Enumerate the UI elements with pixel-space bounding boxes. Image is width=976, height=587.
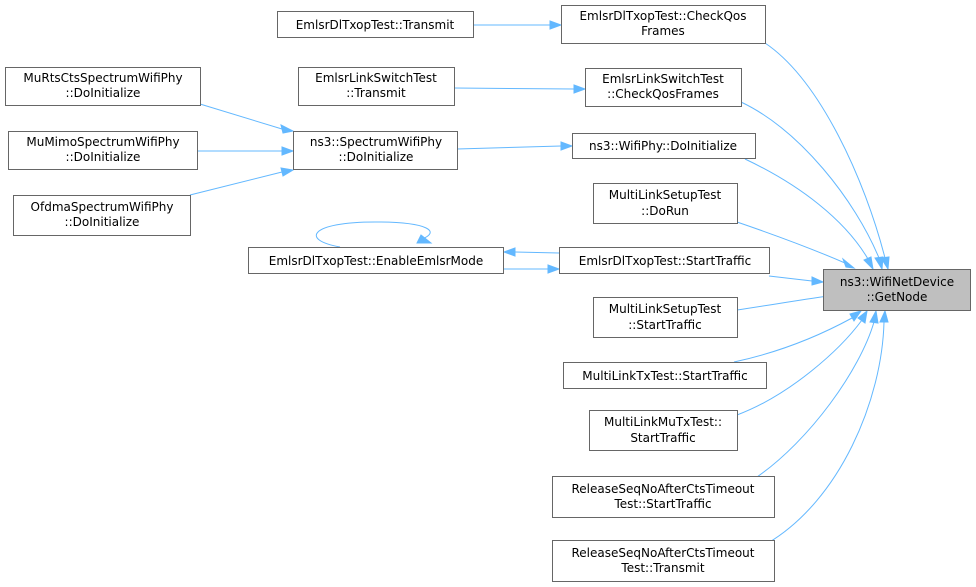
node-label: MultiLinkSetupTest <box>609 302 722 316</box>
node-multilinkmutxtest-starttraffic[interactable]: MultiLinkMuTxTest:: StartTraffic <box>589 410 738 451</box>
edge-enableemlsr-to-starttraffic <box>504 264 561 274</box>
node-label: ns3::SpectrumWifiPhy <box>310 135 442 149</box>
node-label: MuMimoSpectrumWifiPhy <box>26 135 179 149</box>
node-emlsrdltxoptest-enableemlsrmode[interactable]: EmlsrDlTxopTest::EnableEmlsrMode <box>248 247 504 274</box>
edge-lscheckqos-to-getnode <box>740 101 884 271</box>
node-label: EmlsrLinkSwitchTest <box>315 71 437 85</box>
node-label: ::DoRun <box>641 204 689 218</box>
edge-transmit-to-checkqos <box>473 20 563 30</box>
edge-mltxstart-to-getnode <box>733 310 863 363</box>
node-label: ReleaseSeqNoAfterCtsTimeout <box>572 546 755 560</box>
edge-mlsetupdorun-to-getnode <box>736 221 856 269</box>
node-spectrumwifiphy-doinitialize[interactable]: ns3::SpectrumWifiPhy ::DoInitialize <box>293 131 458 170</box>
node-label: EmlsrDlTxopTest::CheckQos <box>579 9 746 23</box>
node-label: ns3::WifiNetDevice <box>840 275 954 289</box>
nodes: EmlsrDlTxopTest::Transmit EmlsrDlTxopTes… <box>5 5 971 582</box>
edge-mlsetupstart-to-getnode <box>736 291 840 311</box>
node-label: ::DoInitialize <box>66 86 141 100</box>
node-label: MultiLinkSetupTest <box>609 188 722 202</box>
edge-spectrum-to-wifiphy <box>456 141 574 151</box>
node-multilinksetuptest-starttraffic[interactable]: MultiLinkSetupTest ::StartTraffic <box>593 297 738 338</box>
node-label: EmlsrDlTxopTest::Transmit <box>296 18 455 32</box>
edge-releasestart-to-getnode <box>756 309 879 478</box>
node-murtsctsspectrumwifiphy-doinitialize[interactable]: MuRtsCtsSpectrumWifiPhy ::DoInitialize <box>5 67 201 106</box>
node-releaseseqnoafterctstimeouttest-transmit[interactable]: ReleaseSeqNoAfterCtsTimeout Test::Transm… <box>552 540 775 582</box>
edge-mumimo-to-spectrum <box>197 146 295 156</box>
edges <box>189 20 890 544</box>
node-emlsrlinkswitchtest-checkqosframes[interactable]: EmlsrLinkSwitchTest ::CheckQosFrames <box>585 68 742 107</box>
node-multilinktxtest-starttraffic[interactable]: MultiLinkTxTest::StartTraffic <box>563 362 767 389</box>
node-label: EmlsrLinkSwitchTest <box>602 72 724 86</box>
node-label: ::DoInitialize <box>339 150 414 164</box>
node-ofdmaspectrumwifiphy-doinitialize[interactable]: OfdmaSpectrumWifiPhy ::DoInitialize <box>13 195 191 236</box>
node-emlsrdltxoptest-transmit[interactable]: EmlsrDlTxopTest::Transmit <box>277 11 474 38</box>
edge-wifiphy-to-getnode <box>744 158 874 271</box>
edge-releasetransmit-to-getnode <box>767 309 889 544</box>
node-emlsrdltxoptest-checkqosframes[interactable]: EmlsrDlTxopTest::CheckQos Frames <box>561 5 766 44</box>
node-label: Test::Transmit <box>620 561 704 575</box>
node-label: ::Transmit <box>346 86 406 100</box>
node-emlsrdltxoptest-starttraffic[interactable]: EmlsrDlTxopTest::StartTraffic <box>559 247 770 274</box>
edge-mlmutxstart-to-getnode <box>736 309 868 416</box>
edge-emlsrstarttraffic-to-getnode <box>768 275 825 286</box>
node-multilinksetuptest-dorun[interactable]: MultiLinkSetupTest ::DoRun <box>593 183 738 224</box>
node-mumimospectrumwifiphy-doinitialize[interactable]: MuMimoSpectrumWifiPhy ::DoInitialize <box>8 131 198 170</box>
node-wifiphy-doinitialize[interactable]: ns3::WifiPhy::DoInitialize <box>572 133 756 159</box>
node-label: ::GetNode <box>867 290 928 304</box>
node-label: Frames <box>641 24 685 38</box>
node-label: ::StartTraffic <box>628 318 701 332</box>
node-wifinetdevice-getnode[interactable]: ns3::WifiNetDevice ::GetNode <box>823 269 971 311</box>
edge-ofdma-to-spectrum <box>189 167 295 196</box>
node-label: OfdmaSpectrumWifiPhy <box>31 200 174 214</box>
edge-murts-to-spectrum <box>199 103 295 134</box>
node-label: EmlsrDlTxopTest::EnableEmlsrMode <box>269 254 483 268</box>
node-label: Test::StartTraffic <box>613 497 711 511</box>
node-label: ReleaseSeqNoAfterCtsTimeout <box>572 482 755 496</box>
node-releaseseqnoafterctstimeouttest-starttraffic[interactable]: ReleaseSeqNoAfterCtsTimeout Test::StartT… <box>552 476 775 518</box>
node-label: MuRtsCtsSpectrumWifiPhy <box>23 71 182 85</box>
node-label: ::DoInitialize <box>65 215 140 229</box>
edge-starttraffic-to-enableemlsr <box>502 247 560 257</box>
node-label: MultiLinkTxTest::StartTraffic <box>582 369 747 383</box>
node-label: ::DoInitialize <box>66 150 141 164</box>
edge-lstransmit-to-lscheckqos <box>453 84 587 94</box>
edge-enableemlsr-selfloop <box>315 221 433 248</box>
node-label: StartTraffic <box>630 431 695 445</box>
node-label: ns3::WifiPhy::DoInitialize <box>589 139 737 153</box>
node-label: ::CheckQosFrames <box>607 87 719 101</box>
node-emlsrlinkswitchtest-transmit[interactable]: EmlsrLinkSwitchTest ::Transmit <box>298 67 455 106</box>
node-label: EmlsrDlTxopTest::StartTraffic <box>579 254 751 268</box>
edge-checkqos-to-getnode <box>764 42 890 271</box>
node-label: MultiLinkMuTxTest:: <box>604 415 722 429</box>
